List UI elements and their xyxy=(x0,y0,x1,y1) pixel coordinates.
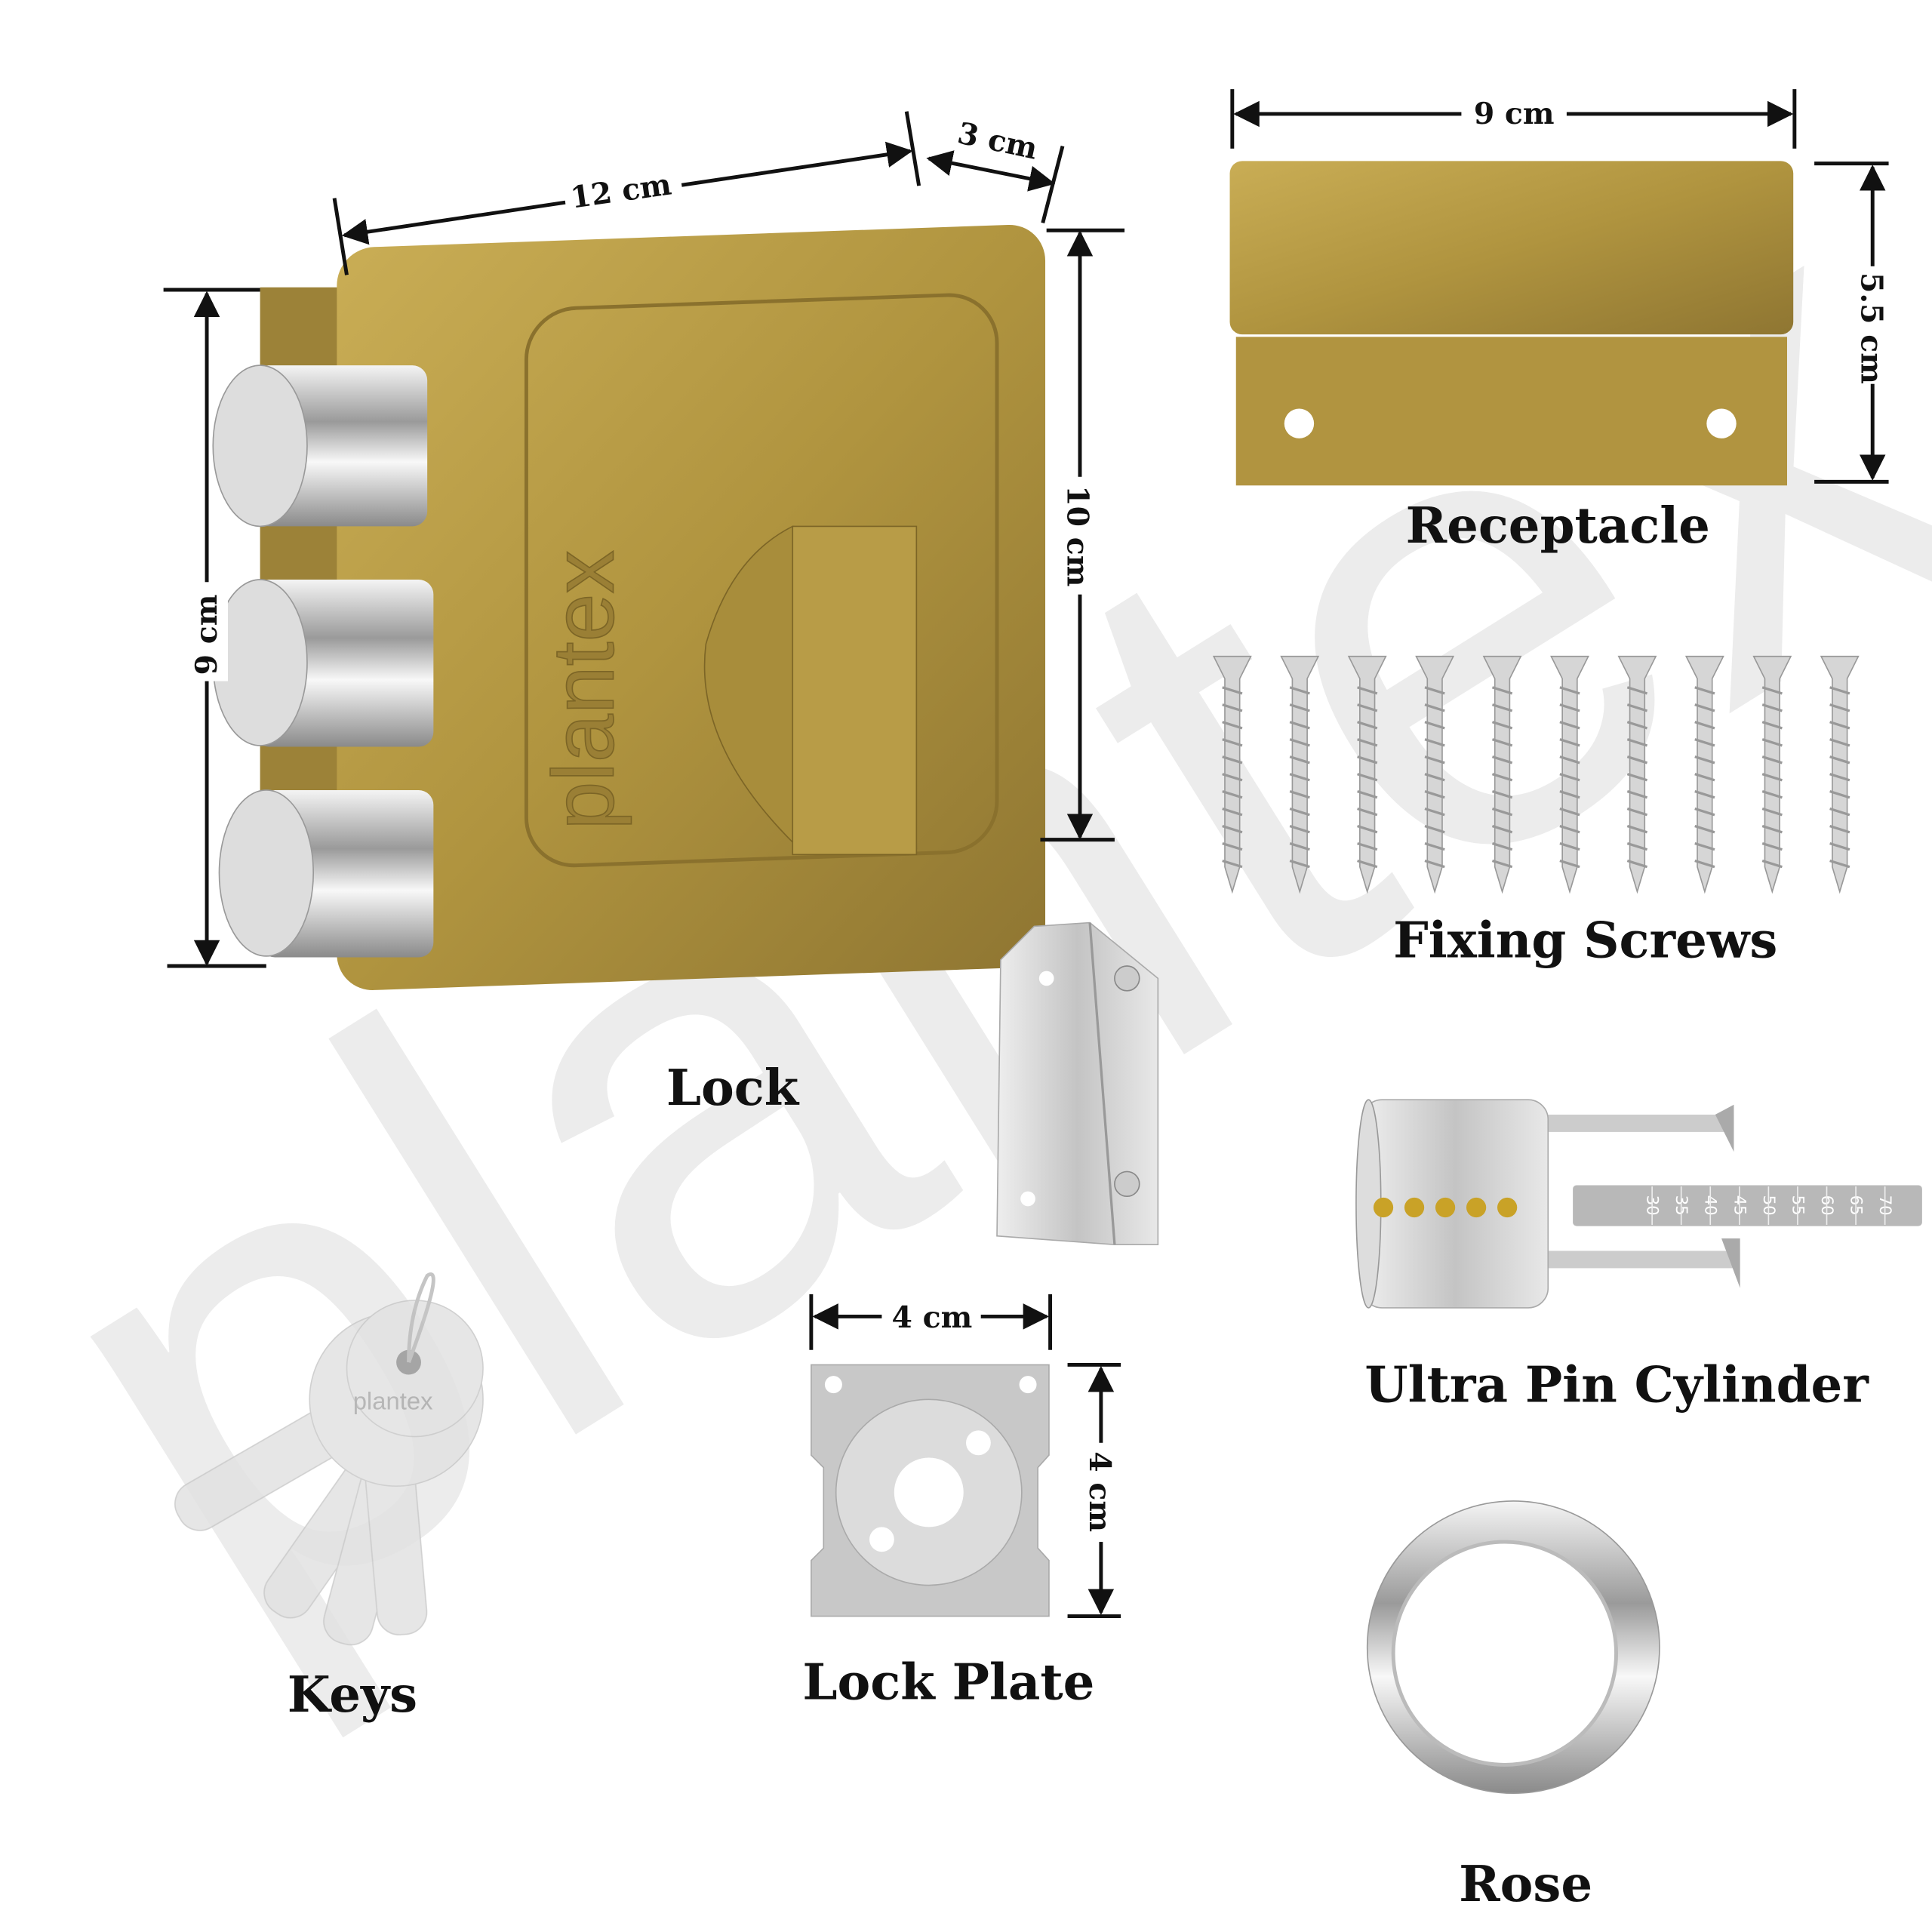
pin-dot xyxy=(1497,1197,1518,1218)
lock-image: plantex xyxy=(212,224,1046,990)
screw xyxy=(1347,655,1387,894)
lock-plate-label: Lock Plate xyxy=(802,1653,1094,1711)
screw xyxy=(1684,655,1724,894)
lock-logo: plantex xyxy=(535,550,632,829)
pin-dot xyxy=(1466,1197,1487,1218)
pin-dot xyxy=(1404,1197,1425,1218)
deadbolt-cylinders xyxy=(212,365,434,958)
receptacle-label: Receptacle xyxy=(1406,497,1710,555)
lock-dimension-height-left: 9 cm xyxy=(163,288,266,968)
svg-text:5.5 cm: 5.5 cm xyxy=(1854,272,1888,384)
receptacle-image xyxy=(1229,161,1794,486)
fixing-screws-image xyxy=(1212,655,1860,894)
screw xyxy=(1550,655,1589,894)
screw xyxy=(1212,655,1252,894)
lock-plate-dimension-height: 4 cm xyxy=(1067,1362,1122,1618)
lock-label: Lock xyxy=(666,1059,800,1117)
lock-dimension-height-right: 10 cm xyxy=(1040,228,1125,842)
screw xyxy=(1415,655,1455,894)
rose-label: Rose xyxy=(1459,1855,1592,1913)
fixing-screws-label: Fixing Screws xyxy=(1393,912,1777,970)
svg-text:9 cm: 9 cm xyxy=(1474,97,1555,131)
svg-text:3 cm: 3 cm xyxy=(955,116,1041,167)
angle-bracket-image xyxy=(996,921,1159,1246)
lock-plate-image xyxy=(811,1364,1050,1617)
screw xyxy=(1820,655,1860,894)
keys-label: Keys xyxy=(288,1666,417,1724)
screw xyxy=(1280,655,1320,894)
lock-dimension-depth: 3 cm xyxy=(926,116,1065,223)
keys-image: plantex xyxy=(174,1272,484,1646)
screw xyxy=(1482,655,1522,894)
receptacle-dimension-height: 5.5 cm xyxy=(1814,162,1894,484)
svg-text:9 cm: 9 cm xyxy=(189,595,224,675)
svg-text:4 cm: 4 cm xyxy=(1082,1451,1117,1532)
key-logo: plantex xyxy=(353,1386,433,1414)
screw xyxy=(1752,655,1792,894)
pin-dot xyxy=(1373,1197,1394,1218)
svg-text:10 cm: 10 cm xyxy=(1060,485,1095,586)
rose-image xyxy=(1366,1500,1660,1795)
lock-plate-dimension-width: 4 cm xyxy=(809,1294,1053,1350)
receptacle-dimension-width: 9 cm xyxy=(1230,89,1797,149)
screw xyxy=(1617,655,1657,894)
svg-text:4 cm: 4 cm xyxy=(892,1300,973,1335)
cylinder-pins xyxy=(1373,1197,1518,1218)
lock-dimension-width: 12 cm xyxy=(332,111,921,275)
ultra-pin-cylinder-label: Ultra Pin Cylinder xyxy=(1364,1356,1869,1414)
pin-dot xyxy=(1435,1197,1456,1218)
